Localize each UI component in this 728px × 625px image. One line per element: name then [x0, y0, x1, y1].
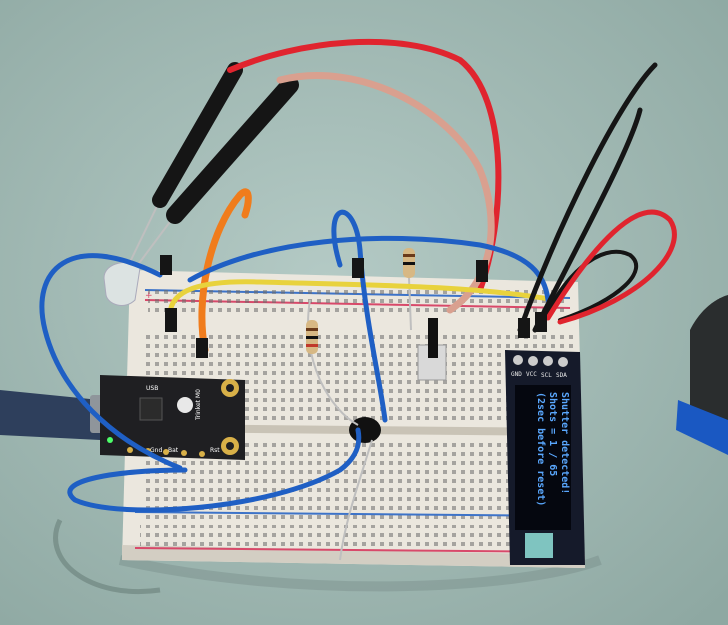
- oled-pin-vcc: VCC: [526, 371, 537, 378]
- trinket-gnd-label: Gnd: [150, 447, 162, 454]
- wire-ends: [160, 255, 547, 358]
- oled-line-1: Shutter detected!: [559, 392, 570, 494]
- oled-pin-gnd: GND: [511, 371, 522, 378]
- wires: [39, 38, 677, 513]
- oled-line-2: Shots = 1 / 65: [547, 392, 558, 476]
- oled-line-3: (2sec before reset): [535, 392, 546, 506]
- trinket-bat-label: Bat: [168, 447, 179, 454]
- oled-pin-scl: SCL: [541, 372, 552, 379]
- oled-pin-sda: SDA: [556, 372, 567, 379]
- led: [103, 199, 176, 306]
- trinket-rst-label: Rst: [210, 447, 220, 454]
- resistor-1: [306, 320, 318, 354]
- device-edge: [676, 295, 728, 455]
- oled-display: GND VCC SCL SDA Shutter detected! Shots …: [505, 350, 585, 565]
- trinket-m0-board: USB Trinket M0 Gnd Bat Rst: [100, 375, 245, 460]
- svg-text:+: +: [145, 291, 153, 301]
- oled-header-pins: [513, 355, 568, 367]
- pushbutton: [417, 318, 447, 381]
- trinket-name-label: Trinket M0: [195, 389, 202, 421]
- trinket-usb-label: USB: [146, 385, 158, 392]
